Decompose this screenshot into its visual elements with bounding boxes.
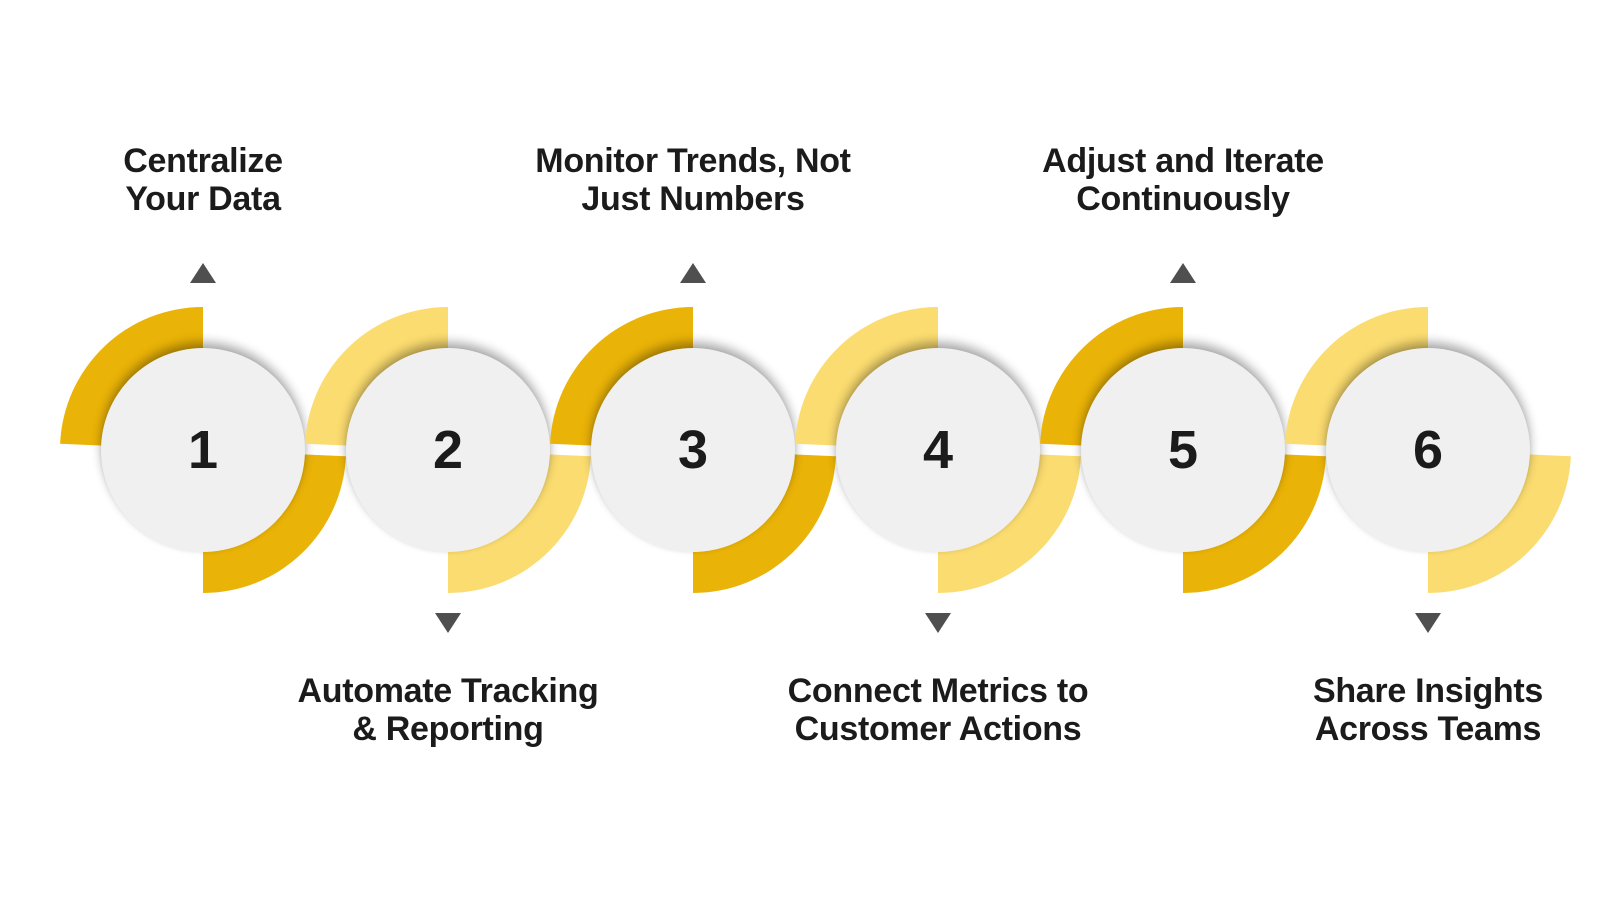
step-label-line: Your Data xyxy=(125,180,281,218)
step-label-line: Share Insights xyxy=(1312,672,1544,710)
step-number: 1 xyxy=(187,420,219,480)
step-circle: 5 xyxy=(1081,348,1285,552)
step-label-line: Customer Actions xyxy=(794,710,1082,748)
step-label: Connect Metrics to Customer Actions xyxy=(743,672,1133,748)
step-circle: 1 xyxy=(101,348,305,552)
step-number: 2 xyxy=(432,420,464,480)
step-label-line: Adjust and Iterate xyxy=(1042,142,1324,180)
step-circle: 2 xyxy=(346,348,550,552)
triangle-up-icon xyxy=(680,263,706,283)
triangle-up-icon xyxy=(190,263,216,283)
step-number: 3 xyxy=(677,420,709,480)
step-label: Automate Tracking & Reporting xyxy=(253,672,643,748)
step-label-line: Continuously xyxy=(1076,180,1290,218)
step-label: Centralize Your Data xyxy=(8,142,398,218)
step-label: Share Insights Across Teams xyxy=(1233,672,1600,748)
step-2: 2 Automate Tracking & Reporting xyxy=(298,300,599,748)
step-circle: 6 xyxy=(1326,348,1530,552)
ring-bottom-right xyxy=(693,454,836,593)
triangle-down-icon xyxy=(1415,613,1441,633)
triangle-down-icon xyxy=(925,613,951,633)
step-6: 6 Share Insights Across Teams xyxy=(1278,300,1578,748)
step-1: Centralize Your Data 1 xyxy=(53,142,353,600)
step-number: 6 xyxy=(1412,420,1444,480)
ring-bottom-right xyxy=(1428,454,1571,593)
step-label-line: Across Teams xyxy=(1314,710,1542,748)
step-label-line: Automate Tracking xyxy=(297,672,599,710)
step-label-line: Monitor Trends, Not xyxy=(535,142,851,180)
ring-bottom-right xyxy=(203,454,346,593)
step-label-line: Just Numbers xyxy=(581,180,805,218)
triangle-up-icon xyxy=(1170,263,1196,283)
step-5: Adjust and Iterate Continuously 5 xyxy=(1033,142,1333,600)
ring-bottom-right xyxy=(938,454,1081,593)
triangle-down-icon xyxy=(435,613,461,633)
step-3: Monitor Trends, Not Just Numbers 3 xyxy=(535,142,851,600)
step-number: 5 xyxy=(1167,420,1199,480)
step-label-line: Connect Metrics to xyxy=(787,672,1089,710)
step-4: 4 Connect Metrics to Customer Actions xyxy=(788,300,1089,748)
ring-bottom-right xyxy=(1183,454,1326,593)
step-label: Adjust and Iterate Continuously xyxy=(988,142,1378,218)
ring-bottom-right xyxy=(448,454,591,593)
step-number: 4 xyxy=(922,420,954,480)
step-label: Monitor Trends, Not Just Numbers xyxy=(498,142,888,218)
step-label-line: & Reporting xyxy=(352,710,544,748)
step-circle: 4 xyxy=(836,348,1040,552)
step-circle: 3 xyxy=(591,348,795,552)
step-label-line: Centralize xyxy=(123,142,283,180)
